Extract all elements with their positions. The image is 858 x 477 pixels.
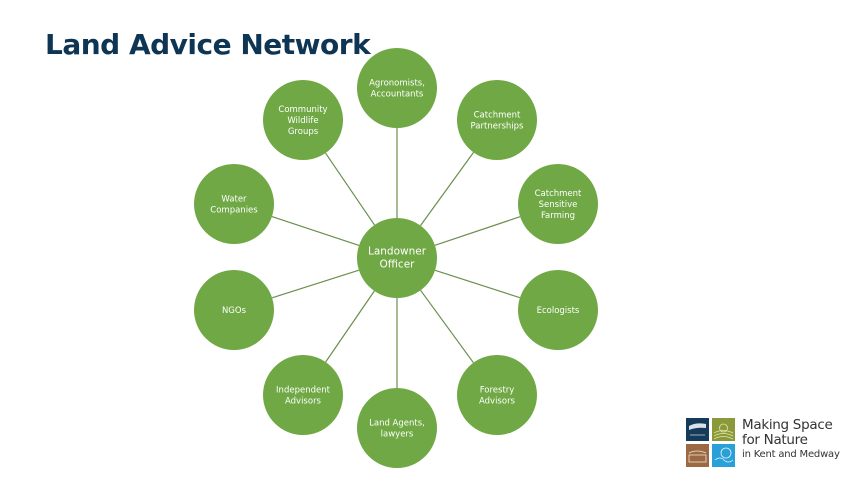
node-label: Groups (288, 127, 319, 137)
node-label: Ecologists (537, 306, 580, 316)
node-label: NGOs (222, 306, 247, 316)
node-circle (194, 270, 274, 350)
network-node: Agronomists,Accountants (357, 48, 437, 128)
node-label: Wildlife (287, 116, 318, 126)
node-label: Sensitive (539, 200, 578, 210)
connector-line (434, 216, 521, 246)
node-circle (263, 355, 343, 435)
node-label: Independent (276, 386, 331, 396)
logo-tile-trees-icon (712, 444, 735, 467)
node-label: Catchment (535, 189, 582, 199)
logo-tile-town-icon (686, 444, 709, 467)
node-label: Water (221, 195, 247, 205)
node-circle (357, 388, 437, 468)
node-circle (518, 270, 598, 350)
node-circle (263, 80, 343, 160)
connector-line (325, 152, 375, 226)
logo-text: Making Space for Nature in Kent and Medw… (742, 418, 840, 462)
connector-line (420, 289, 474, 364)
making-space-for-nature-logo: Making Space for Nature in Kent and Medw… (686, 418, 856, 470)
connector-line (419, 152, 475, 226)
logo-line-2: for Nature (742, 432, 808, 448)
logo-tile-sun-fields-icon (712, 418, 735, 441)
network-node: Land Agents,lawyers (357, 388, 437, 468)
network-node: NGOs (194, 270, 274, 350)
node-circle (357, 48, 437, 128)
node-label: lawyers (381, 430, 414, 440)
node-label: Accountants (371, 90, 424, 100)
logo-line-3: in Kent and Medway (742, 449, 840, 460)
node-label: Advisors (285, 397, 322, 407)
node-circle (194, 164, 274, 244)
network-node: Ecologists (518, 270, 598, 350)
network-nodes: Agronomists,AccountantsCatchmentPartners… (194, 48, 598, 468)
node-label: Partnerships (471, 122, 524, 132)
center-node-label: Officer (380, 259, 416, 271)
connector-line (271, 269, 360, 299)
connector-lines (271, 128, 521, 388)
center-node-label: Landowner (368, 246, 427, 258)
node-circle (518, 164, 598, 244)
logo-tiles (686, 418, 736, 468)
node-label: Forestry (480, 386, 515, 396)
node-label: Community (278, 105, 327, 115)
center-node-circle (357, 218, 437, 298)
node-circle (457, 355, 537, 435)
logo-line-1: Making Space (742, 417, 833, 433)
node-circle (457, 80, 537, 160)
node-label: Land Agents, (369, 419, 425, 429)
connector-line (271, 216, 360, 246)
node-label: Farming (541, 211, 575, 221)
connector-line (325, 290, 375, 363)
node-label: Agronomists, (369, 79, 425, 89)
node-label: Catchment (474, 111, 521, 121)
logo-tile-coast-icon (686, 418, 709, 441)
page-title: Land Advice Network (45, 28, 371, 61)
connector-line (434, 269, 521, 299)
node-label: Companies (210, 206, 258, 216)
node-label: Advisors (479, 397, 516, 407)
